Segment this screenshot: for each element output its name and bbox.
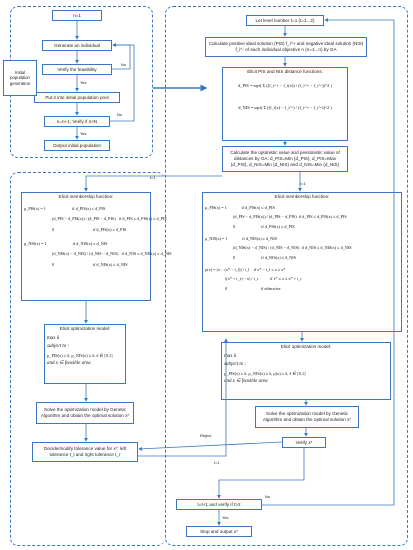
level-box: Let level number t=1 (t=1...2) — [246, 15, 324, 26]
put-pool-box: Put it into initial population pool — [34, 92, 120, 103]
right-solve-box: Solve the optimization model by Genetic … — [255, 406, 359, 428]
yes-label-1: Yes — [80, 80, 87, 85]
yes-label-bottom: Yes — [222, 515, 229, 520]
no-label-2: No — [117, 112, 123, 117]
left-membership-box: Elicit membership function: μ_PIS(x) = 1… — [21, 192, 172, 301]
left-branch-region — [10, 172, 165, 546]
branch-label-right: t=1 — [300, 181, 306, 186]
no-label-1: No — [121, 62, 127, 67]
generate-box: Generate an individual — [42, 40, 112, 51]
arrow-verify-no-loop — [112, 43, 131, 70]
optimistic-pessimistic-box: Calculate the optimistic value and pessi… — [222, 146, 348, 172]
d-nis-formula: d_NIS = sqrt( Σ ((f_i(x) − f_i^-) / (f_i… — [238, 104, 332, 110]
initial-population-side-label: Initial population generation — [3, 60, 37, 96]
d-pis-formula: d_PIS = sqrt( Σ ((f_i^+ − f_i(x)) / (f_i… — [238, 82, 332, 88]
right-optimization-box: Elicit optimization model: max δ subject… — [221, 342, 391, 400]
arrow-next-no-loop — [110, 43, 135, 122]
no-label-bottom: No — [265, 494, 271, 499]
t1-label-bottom: t=1 — [214, 460, 220, 465]
arrow-verify-to-tnext — [217, 448, 305, 499]
verify-x-box: Verify x* — [282, 437, 326, 448]
t-next-box: t=t+1 and verify if t>2 — [176, 499, 262, 510]
arrow-tnext-no — [262, 18, 395, 506]
pis-nis-box: Calculate positive ideal solution (PIS) … — [205, 37, 367, 57]
arrow-decide-to-right — [138, 338, 228, 457]
distance-function-box: Elicit PIS and NIS distance functions: d… — [222, 67, 348, 141]
n-init-box: n=1 — [52, 10, 102, 21]
n-next-box: n=n+1; Verify if n>N — [44, 116, 110, 127]
arrow-verify-reject — [138, 441, 283, 451]
right-membership-box: Elicit membership function: μ_PIS(x) = 1… — [202, 192, 402, 332]
left-solve-box: Solve the optimization model by Genetic … — [36, 402, 134, 424]
left-optimization-box: Elicit optimization model: max δ subject… — [44, 324, 126, 384]
verify-feasibility-box: Verify the feasibility — [42, 64, 112, 75]
decide-tolerance-box: Decide/modify tolerance value for x*: le… — [32, 442, 138, 462]
yes-label-2: Yes — [80, 131, 87, 136]
branch-label-left: t=1 — [150, 175, 156, 180]
stop-output-box: Stop and output x* — [186, 526, 252, 537]
arrow-branch-left — [84, 175, 222, 192]
reject-label: Reject — [200, 433, 212, 438]
output-population-box: Output initial population — [44, 140, 110, 151]
main-process-region — [165, 6, 408, 546]
